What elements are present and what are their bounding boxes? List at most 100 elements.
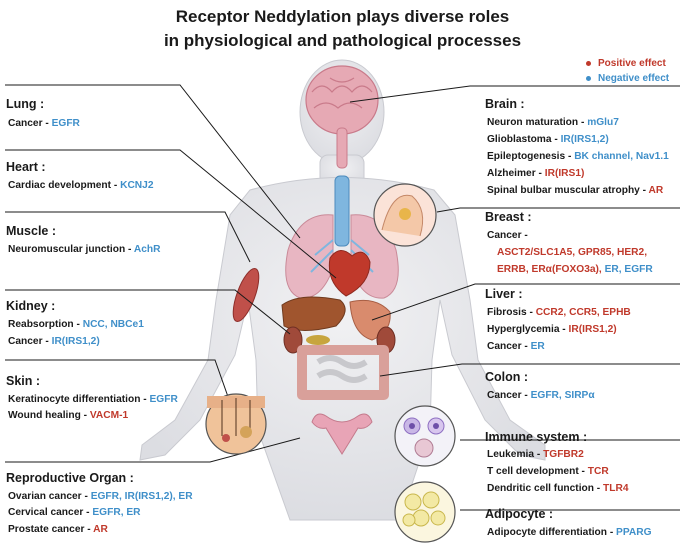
row-label: Neuron maturation - [487,117,588,128]
heart-header: Heart : [6,160,46,174]
breast-header: Breast : [485,210,532,224]
lung-row: Cancer - EGFR [8,118,80,129]
receptor-text: TCR [587,466,609,477]
skin-header: Skin : [6,374,41,388]
receptor-text: EGFR, IR(IRS1,2), ER [90,491,193,502]
row-label: Cancer - [487,230,528,241]
reproductive-header: Reproductive Organ : [6,471,134,485]
immune-header: Immune system : [485,430,588,444]
row-label: Prostate cancer - [8,524,94,535]
breast-inset [373,183,437,247]
receptor-text: EGFR, ER [92,507,141,518]
liver-row: Hyperglycemia - IR(IRS1,2) [487,324,617,335]
immune-row: Leukemia - TGFBR2 [487,449,584,460]
row-label: Cancer - [487,341,531,352]
brain-row: Neuron maturation - mGlu7 [487,117,619,128]
row-label: Neuromuscular junction - [8,244,134,255]
row-label: Dendritic cell function - [487,483,604,494]
receptor-text: AR [648,185,664,196]
brain-row: Epileptogenesis - BK channel, Nav1.1 [487,151,669,162]
colon-header: Colon : [485,370,529,384]
legend-positive: Positive effect [586,58,666,69]
heart-row: Cardiac development - KCNJ2 [8,180,154,191]
uterus-organ [311,413,373,455]
row-label: Cancer - [8,336,52,347]
trachea-organ [334,175,350,247]
receptor-text: AchR [133,244,161,255]
receptor-text: mGlu7 [587,117,619,128]
receptor-text: BK channel, Nav1.1 [574,151,669,162]
receptor-text: IR(IRS1,2) [51,336,100,347]
row-label: Keratinocyte differentiation - [8,394,150,405]
legend-positive-label: Positive effect [598,58,666,69]
row-label: Glioblastoma - [487,134,561,145]
receptor-text: KCNJ2 [120,180,154,191]
receptor-text: EGFR [149,394,178,405]
kidney-row: Cancer - IR(IRS1,2) [8,336,100,347]
skin-row: Wound healing - VACM-1 [8,410,128,421]
leader-lines [5,84,680,511]
receptor-text: ER [530,341,545,352]
brain-row: Glioblastoma - IR(IRS1,2) [487,134,609,145]
row-label: Alzheimer - [487,168,545,179]
receptor-text: NCC, NBCe1 [82,319,144,330]
receptor-text: ER, EGFR [604,264,653,275]
receptor-text: PPARG [616,527,652,538]
legend-positive-dot [586,60,591,66]
row-label: Cancer - [487,390,531,401]
title-line-1: Receptor Neddylation plays diverse roles [175,7,510,26]
row-label: Wound healing - [8,410,90,421]
heart-organ [328,250,371,297]
kidney-row: Reabsorption - NCC, NBCe1 [8,319,144,330]
receptor-text: TLR4 [603,483,629,494]
row-label: Leukemia - [487,449,544,460]
receptor-text: ASCT2/SLC1A5, GPR85, HER2, [497,247,648,258]
muscle-header: Muscle : [6,224,57,238]
row-label: Reabsorption - [8,319,83,330]
reproductive-row: Ovarian cancer - EGFR, IR(IRS1,2), ER [8,491,193,502]
row-label: Cervical cancer - [8,507,93,518]
brain-row: Spinal bulbar muscular atrophy - AR [487,185,663,196]
row-label: Ovarian cancer - [8,491,91,502]
receptor-text: CCR2, CCR5, EPHB [535,307,631,318]
adipocyte-inset [394,481,456,543]
immune-row: Dendritic cell function - TLR4 [487,483,629,494]
muscle-row: Neuromuscular junction - AchR [8,244,160,255]
lung-header: Lung : [6,97,45,111]
title-line-2: in physiological and pathological proces… [163,31,522,50]
receptor-text: EGFR [51,118,80,129]
breast-row: Cancer - [487,230,528,241]
row-label: Fibrosis - [487,307,536,318]
brain-organ [305,65,379,169]
immune-inset [394,405,456,467]
reproductive-row: Cervical cancer - EGFR, ER [8,507,141,518]
liver-row: Fibrosis - CCR2, CCR5, EPHB [487,307,631,318]
receptor-text: IR(IRS1,2) [560,134,609,145]
liver-header: Liver : [485,287,523,301]
adipocyte-row: Adipocyte differentiation - PPARG [487,527,652,538]
immune-row: T cell development - TCR [487,466,609,477]
brain-row: Alzheimer - IR(IRS1) [487,168,584,179]
row-label: Spinal bulbar muscular atrophy - [487,185,649,196]
reproductive-row: Prostate cancer - AR [8,524,108,535]
receptor-text: ERRB, ERα(FOXO3a), [497,264,605,275]
intestines-organ [297,345,389,400]
row-label: Hyperglycemia - [487,324,569,335]
row-label: Epileptogenesis - [487,151,575,162]
breast-row: ASCT2/SLC1A5, GPR85, HER2, [497,247,647,258]
row-label: Cardiac development - [8,180,121,191]
liver-row: Cancer - ER [487,341,545,352]
receptor-text: IR(IRS1,2) [568,324,617,335]
legend-negative-label: Negative effect [598,73,670,84]
row-label: Cancer - [8,118,52,129]
adipocyte-header: Adipocyte : [485,507,554,521]
legend-negative: Negative effect [586,73,669,84]
breast-row: ERRB, ERα(FOXO3a), ER, EGFR [497,264,653,275]
row-label: Adipocyte differentiation - [487,527,617,538]
receptor-text: IR(IRS1) [544,168,585,179]
receptor-text: EGFR, SIRPα [530,390,595,401]
legend-negative-dot [586,75,591,81]
kidney-header: Kidney : [6,299,56,313]
